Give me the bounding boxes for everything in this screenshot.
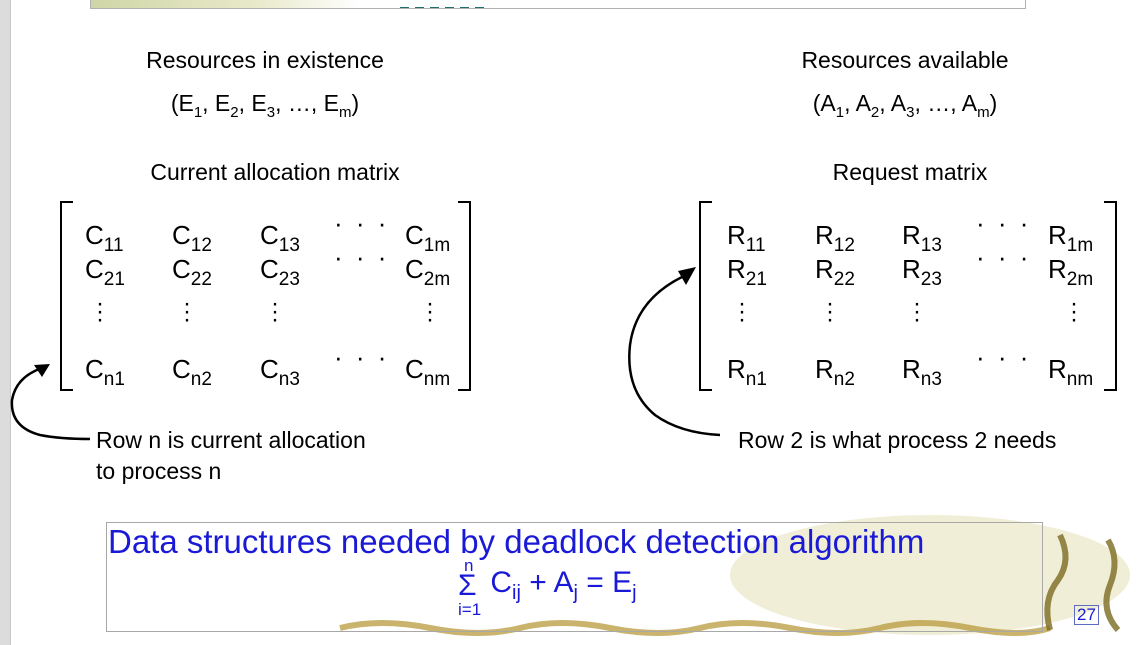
req-vdots-c2: ···: [826, 290, 834, 333]
left-edge-bar: [0, 0, 11, 645]
req-cell-r1c2: R12: [815, 220, 855, 256]
alloc-cell-rnc2: Cn2: [172, 354, 212, 390]
alloc-hdots-r1: · · ·: [334, 208, 390, 238]
alloc-cell-r1c1: C11: [85, 220, 124, 256]
req-vdots-c3: ···: [913, 290, 921, 333]
req-cell-r1c1: R11: [727, 220, 766, 256]
allocation-left-bracket: [60, 201, 73, 391]
alloc-cell-r2c1: C21: [85, 254, 125, 290]
summation-sign: Σ: [458, 569, 477, 602]
available-vector: (A1, A2, A3, …, Am): [812, 90, 998, 121]
req-cell-rnm: Rnm: [1048, 354, 1094, 390]
title-box-bottom-edge: [90, 0, 1026, 9]
req-cell-r2c1: R21: [727, 254, 767, 290]
allocation-note-line2: to process n: [96, 458, 222, 484]
req-cell-r2cm: R2m: [1048, 254, 1094, 290]
existence-vector: (E1, E2, E3, …, Em): [170, 90, 360, 121]
alloc-vdots-c3: ···: [271, 290, 279, 333]
formula-plus-a: + A: [520, 566, 574, 599]
alloc-cell-r1c2: C12: [172, 220, 212, 256]
allocation-right-bracket: [458, 201, 471, 391]
allocation-arrow: [10, 364, 91, 441]
page-number: 27: [1074, 605, 1099, 625]
request-arrow: [628, 267, 721, 437]
req-cell-r1cm: R1m: [1048, 220, 1094, 256]
caption-box: [106, 522, 1043, 632]
req-cell-r2c3: R23: [902, 254, 942, 290]
alloc-vdots-c2: ···: [183, 290, 191, 333]
alloc-cell-r2c2: C22: [172, 254, 212, 290]
allocation-matrix-title: Current allocation matrix: [150, 159, 400, 185]
alloc-hdots-rn: · · ·: [334, 342, 390, 372]
allocation-note-line1: Row n is current allocation: [96, 427, 366, 453]
req-cell-r2c2: R22: [815, 254, 855, 290]
available-title: Resources available: [801, 47, 1009, 73]
req-hdots-rn: · · ·: [976, 342, 1032, 372]
req-cell-rnc3: Rn3: [902, 354, 942, 390]
alloc-hdots-r2: · · ·: [334, 242, 390, 272]
alloc-cell-r1cm: C1m: [405, 220, 451, 256]
title-background-gradient: [91, 0, 361, 8]
formula-a-sub: j: [573, 582, 578, 604]
req-cell-rnc2: Rn2: [815, 354, 855, 390]
req-vdots-c1: ···: [738, 290, 746, 333]
formula-c: C: [490, 566, 513, 599]
summation: n Σ i=1: [458, 557, 482, 619]
alloc-cell-rnc3: Cn3: [260, 354, 300, 390]
alloc-cell-rnc1: Cn1: [85, 354, 125, 390]
formula-e-sub: j: [632, 582, 637, 604]
req-hdots-r1: · · ·: [976, 208, 1032, 238]
req-vdots-cm: ···: [1070, 290, 1078, 333]
cropped-title-fragment: [400, 0, 550, 8]
summation-lower: i=1: [458, 600, 482, 619]
alloc-vdots-cm: ···: [426, 290, 434, 333]
formula-c-sub: ij: [512, 582, 521, 604]
alloc-cell-r2c3: C23: [260, 254, 300, 290]
detection-formula: n Σ i=1 Cij + Aj = Ej: [458, 557, 637, 619]
alloc-vdots-c1: ···: [96, 290, 104, 333]
alloc-cell-r1c3: C13: [260, 220, 300, 256]
alloc-cell-rnm: Cnm: [405, 354, 451, 390]
request-right-bracket: [1104, 201, 1117, 391]
existence-title: Resources in existence: [146, 47, 384, 73]
request-matrix-title: Request matrix: [832, 159, 988, 185]
caption: Data structures needed by deadlock detec…: [108, 523, 925, 560]
summation-upper: n: [464, 556, 474, 575]
alloc-cell-r2cm: C2m: [405, 254, 451, 290]
req-cell-r1c3: R13: [902, 220, 942, 256]
req-cell-rnc1: Rn1: [727, 354, 767, 390]
request-note: Row 2 is what process 2 needs: [738, 427, 1057, 453]
request-left-bracket: [699, 201, 712, 391]
formula-eq-e: = E: [577, 566, 633, 599]
req-hdots-r2: · · ·: [976, 242, 1032, 272]
